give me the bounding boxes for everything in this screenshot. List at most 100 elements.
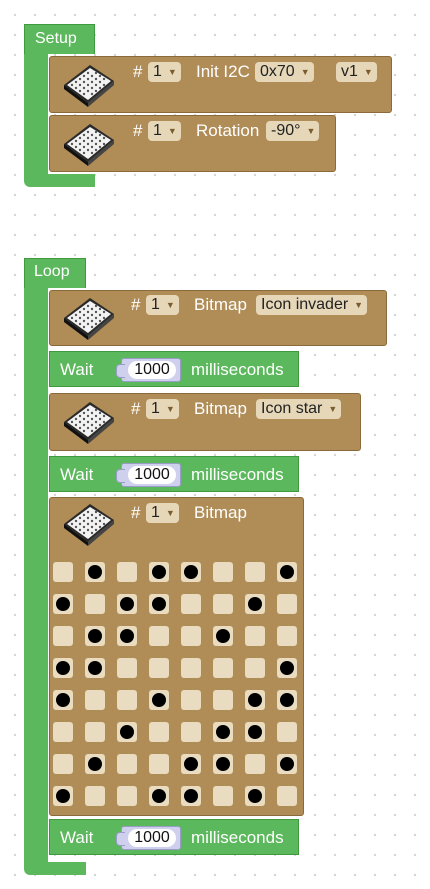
wait-number-input[interactable]: 1000	[116, 358, 181, 382]
bitmap-cell-r5-c6[interactable]	[245, 722, 265, 742]
bitmap-cell-r2-c2[interactable]	[117, 626, 137, 646]
bitmap-cell-r2-c7[interactable]	[277, 626, 297, 646]
bitmap-cell-r1-c2[interactable]	[117, 594, 137, 614]
bitmap-cell-r3-c7[interactable]	[277, 658, 297, 678]
bitmap-icon-dropdown[interactable]: Icon invader▼	[256, 295, 368, 315]
bitmap-cell-r7-c4[interactable]	[181, 786, 201, 806]
chevron-down-icon: ▼	[165, 404, 175, 414]
bitmap-cell-r5-c1[interactable]	[85, 722, 105, 742]
bitmap-cell-r7-c2[interactable]	[117, 786, 137, 806]
bitmap-cell-r4-c5[interactable]	[213, 690, 233, 710]
bitmap-cell-r6-c4[interactable]	[181, 754, 201, 774]
bitmap-cell-r2-c3[interactable]	[149, 626, 169, 646]
bitmap-cell-r1-c0[interactable]	[53, 594, 73, 614]
bitmap-icon-dropdown[interactable]: Icon star▼	[256, 399, 342, 419]
bitmap-cell-r7-c1[interactable]	[85, 786, 105, 806]
bitmap-cell-r6-c3[interactable]	[149, 754, 169, 774]
bitmap-cell-r1-c5[interactable]	[213, 594, 233, 614]
bitmap-cell-r2-c5[interactable]	[213, 626, 233, 646]
wait-block[interactable]: Wait 1000 milliseconds	[49, 351, 299, 387]
setup-header[interactable]	[24, 24, 95, 54]
bitmap-cell-r7-c5[interactable]	[213, 786, 233, 806]
version-dropdown[interactable]: v1▼	[336, 62, 377, 82]
bitmap-cell-r0-c6[interactable]	[245, 562, 265, 582]
bitmap-cell-r4-c7[interactable]	[277, 690, 297, 710]
bitmap-cell-r3-c3[interactable]	[149, 658, 169, 678]
bitmap-cell-r0-c0[interactable]	[53, 562, 73, 582]
bitmap-cell-r6-c6[interactable]	[245, 754, 265, 774]
bitmap-cell-r6-c7[interactable]	[277, 754, 297, 774]
chevron-down-icon: ▼	[328, 404, 338, 414]
hash-label: #	[131, 503, 141, 522]
wait-block[interactable]: Wait 1000 milliseconds	[49, 456, 299, 492]
rotation-label: Rotation	[196, 121, 260, 140]
bitmap-cell-r4-c1[interactable]	[85, 690, 105, 710]
bitmap-cell-r7-c0[interactable]	[53, 786, 73, 806]
bitmap-cell-r2-c0[interactable]	[53, 626, 73, 646]
bitmap-cell-r5-c0[interactable]	[53, 722, 73, 742]
setup-label: Setup	[35, 30, 77, 47]
wait-number-input[interactable]: 1000	[116, 463, 181, 487]
wait-number-input[interactable]: 1000	[116, 826, 181, 850]
bitmap-cell-r1-c7[interactable]	[277, 594, 297, 614]
bitmap-cell-r4-c4[interactable]	[181, 690, 201, 710]
bitmap-cell-r1-c1[interactable]	[85, 594, 105, 614]
bitmap-cell-r7-c3[interactable]	[149, 786, 169, 806]
hash-label: #	[133, 62, 143, 81]
bitmap-cell-r5-c3[interactable]	[149, 722, 169, 742]
wait-value[interactable]: 1000	[128, 361, 176, 379]
bitmap-cell-r4-c0[interactable]	[53, 690, 73, 710]
bitmap-cell-r5-c4[interactable]	[181, 722, 201, 742]
bitmap-cell-r0-c3[interactable]	[149, 562, 169, 582]
bitmap-cell-r6-c5[interactable]	[213, 754, 233, 774]
init-i2c-block[interactable]	[49, 56, 392, 113]
wait-block[interactable]: Wait 1000 milliseconds	[49, 819, 299, 855]
matrix-number-dropdown[interactable]: 1▼	[148, 62, 181, 82]
dropdown-value: Icon invader	[261, 296, 349, 314]
unit-label: milliseconds	[191, 360, 284, 379]
bitmap-cell-r6-c2[interactable]	[117, 754, 137, 774]
bitmap-cell-r3-c6[interactable]	[245, 658, 265, 678]
matrix-number-dropdown[interactable]: 1▼	[148, 121, 181, 141]
rotation-dropdown[interactable]: -90°▼	[266, 121, 320, 141]
bitmap-cell-r5-c5[interactable]	[213, 722, 233, 742]
input-connector	[116, 364, 125, 378]
bitmap-cell-r2-c4[interactable]	[181, 626, 201, 646]
bitmap-cell-r0-c4[interactable]	[181, 562, 201, 582]
bitmap-cell-r3-c0[interactable]	[53, 658, 73, 678]
bitmap-cell-r0-c5[interactable]	[213, 562, 233, 582]
bitmap-cell-r0-c7[interactable]	[277, 562, 297, 582]
bitmap-cell-r7-c7[interactable]	[277, 786, 297, 806]
i2c-address-dropdown[interactable]: 0x70▼	[255, 62, 314, 82]
bitmap-cell-r5-c7[interactable]	[277, 722, 297, 742]
bitmap-cell-r1-c3[interactable]	[149, 594, 169, 614]
bitmap-cell-r6-c1[interactable]	[85, 754, 105, 774]
led-matrix-icon	[64, 504, 114, 546]
bitmap-cell-r7-c6[interactable]	[245, 786, 265, 806]
matrix-number-dropdown[interactable]: 1▼	[146, 295, 179, 315]
wait-value[interactable]: 1000	[128, 466, 176, 484]
bitmap-cell-r1-c4[interactable]	[181, 594, 201, 614]
loop-header[interactable]	[24, 258, 86, 288]
bitmap-cell-r3-c5[interactable]	[213, 658, 233, 678]
bitmap-cell-r6-c0[interactable]	[53, 754, 73, 774]
bitmap-cell-r2-c1[interactable]	[85, 626, 105, 646]
bitmap-cell-r3-c4[interactable]	[181, 658, 201, 678]
dropdown-value: 1	[151, 400, 160, 418]
bitmap-cell-r0-c2[interactable]	[117, 562, 137, 582]
bitmap-cell-r0-c1[interactable]	[85, 562, 105, 582]
bitmap-cell-r5-c2[interactable]	[117, 722, 137, 742]
bitmap-cell-r4-c2[interactable]	[117, 690, 137, 710]
bitmap-label: Bitmap	[194, 399, 247, 418]
bitmap-cell-r3-c1[interactable]	[85, 658, 105, 678]
bitmap-cell-r1-c6[interactable]	[245, 594, 265, 614]
bitmap-cell-r3-c2[interactable]	[117, 658, 137, 678]
chevron-down-icon: ▼	[167, 126, 177, 136]
matrix-number-dropdown[interactable]: 1▼	[146, 399, 179, 419]
matrix-number-dropdown[interactable]: 1▼	[146, 503, 179, 523]
setup-spine	[24, 54, 48, 174]
wait-value[interactable]: 1000	[128, 829, 176, 847]
bitmap-cell-r4-c6[interactable]	[245, 690, 265, 710]
bitmap-cell-r2-c6[interactable]	[245, 626, 265, 646]
bitmap-cell-r4-c3[interactable]	[149, 690, 169, 710]
